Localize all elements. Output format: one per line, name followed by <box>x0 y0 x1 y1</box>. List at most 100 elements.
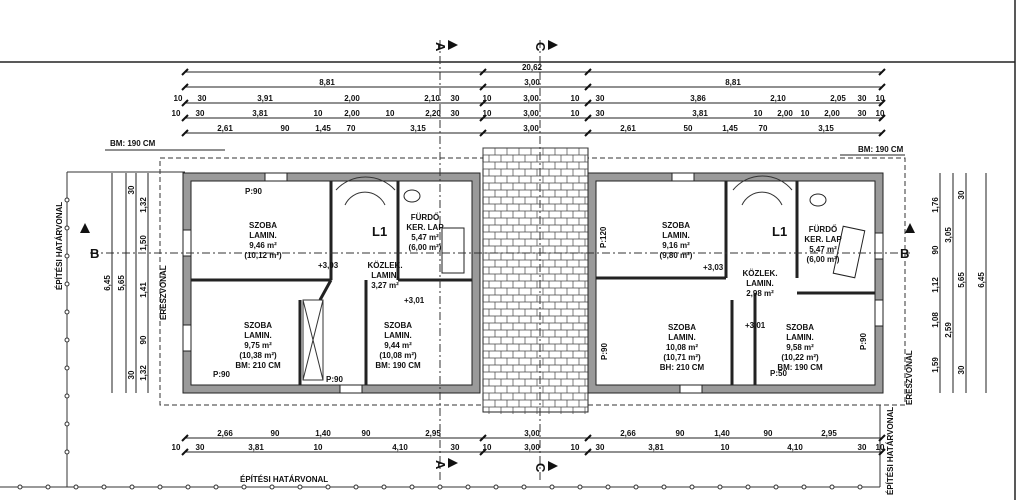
stair-label-right: L1 <box>772 224 787 239</box>
top-dimension-label: 3,00 <box>523 124 539 133</box>
room-name: SZOBA <box>662 221 690 230</box>
dimension-tick <box>181 99 189 107</box>
room-area: 10,08 m² <box>666 343 698 352</box>
top-dimension-label: 10 <box>571 94 580 103</box>
top-dimension-label: 30 <box>198 94 207 103</box>
section-arrow-c-top <box>548 40 558 50</box>
top-dimension-label: 8,81 <box>319 78 335 87</box>
room-name: SZOBA <box>786 323 814 332</box>
bottom-dimension-label: 90 <box>362 429 371 438</box>
boundary-marker <box>605 484 611 490</box>
boundary-marker <box>325 484 331 490</box>
room-name: SZOBA <box>668 323 696 332</box>
top-dimension-label: 3,91 <box>257 94 273 103</box>
bottom-dimension-label: 10 <box>314 443 323 452</box>
left-window-west-2 <box>182 324 192 352</box>
boundary-marker <box>241 484 247 490</box>
boundary-label-bottom: ÉPÍTÉSI HATÁRVONAL <box>240 475 328 484</box>
left-dimension-label: 30 <box>127 370 136 379</box>
boundary-label-left: ÉPÍTÉSI HATÁRVONAL <box>55 202 64 290</box>
room-label: KÖZLEK.LAMIN.2,98 m² <box>742 269 777 298</box>
left-bathtub <box>441 227 465 274</box>
top-dimension-label: 2,00 <box>824 109 840 118</box>
top-dimension-label: 2,20 <box>425 109 441 118</box>
sill-label: P:90 <box>213 370 230 379</box>
top-dimension-label: 10 <box>174 94 183 103</box>
sill-label: P:90 <box>245 187 262 196</box>
room-floor: LAMIN. <box>384 331 412 340</box>
top-dimension-label: 8,81 <box>725 78 741 87</box>
boundary-marker <box>64 365 70 371</box>
boundary-marker <box>64 225 70 231</box>
eaves-label-right: ERESZVONAL <box>905 350 914 405</box>
room-floor: LAMIN. <box>668 333 696 342</box>
boundary-marker <box>64 197 70 203</box>
bottom-dimension-label: 3,00 <box>524 429 540 438</box>
boundary-marker <box>64 309 70 315</box>
bm-label-top-right: BM: 190 CM <box>858 145 904 154</box>
boundary-marker <box>577 484 583 490</box>
room-name: KÖZLEK. <box>742 269 777 278</box>
room-floor: LAMIN. <box>662 231 690 240</box>
top-dimension-label: 10 <box>754 109 763 118</box>
boundary-marker <box>633 484 639 490</box>
dimension-tick <box>584 114 592 122</box>
top-dimension-label: 3,00 <box>523 109 539 118</box>
boundary-marker <box>45 484 51 490</box>
dimension-tick <box>584 83 592 91</box>
boundary-markers <box>17 197 863 490</box>
section-marker-c-bottom: C <box>533 463 548 473</box>
boundary-marker <box>73 484 79 490</box>
stair-label-left: L1 <box>372 224 387 239</box>
dimension-tick <box>584 129 592 137</box>
bottom-dimension-label: 3,00 <box>524 443 540 452</box>
boundary-marker <box>64 337 70 343</box>
left-dimension-label: 90 <box>139 335 148 344</box>
top-dimension-label: 70 <box>759 124 768 133</box>
top-dimension-label: 3,00 <box>524 78 540 87</box>
left-dimension-label: 5,65 <box>117 275 126 291</box>
left-wardrobe-cross <box>302 299 324 381</box>
top-dimension-label: 30 <box>451 94 460 103</box>
sill-label: P:120 <box>599 226 608 248</box>
room-area: 3,27 m² <box>371 281 399 290</box>
boundary-marker <box>381 484 387 490</box>
dimension-tick <box>479 434 487 442</box>
top-dimension-label: 10 <box>801 109 810 118</box>
room-gross-area: (6,00 m²) <box>807 255 840 264</box>
dimension-tick <box>878 434 886 442</box>
boundary-marker <box>465 484 471 490</box>
room-note: BM: 210 CM <box>235 361 281 370</box>
top-dimension-label: 2,61 <box>217 124 233 133</box>
top-dimension-label: 3,81 <box>252 109 268 118</box>
dimension-tick <box>878 114 886 122</box>
room-gross-area: (9,80 m²) <box>660 251 693 260</box>
left-wardrobe <box>302 299 324 381</box>
left-dimension-label: 1,32 <box>139 197 148 213</box>
bottom-dimension-label: 2,66 <box>620 429 636 438</box>
boundary-marker <box>17 484 23 490</box>
right-stair <box>732 175 793 206</box>
dimension-tick <box>878 129 886 137</box>
right-toilet-icon <box>809 193 827 207</box>
boundary-marker <box>717 484 723 490</box>
room-floor: LAMIN. <box>249 231 277 240</box>
section-arrow-c-bottom <box>548 461 558 471</box>
top-dimension-label: 30 <box>858 109 867 118</box>
top-dimension-label: 3,15 <box>410 124 426 133</box>
sill-label: P:90 <box>326 375 343 384</box>
right-window-top <box>671 172 695 182</box>
top-dimension-label: 10 <box>876 109 885 118</box>
bottom-dimension-label: 90 <box>764 429 773 438</box>
left-unit <box>182 172 481 394</box>
dimension-tick <box>878 99 886 107</box>
top-dimension-label: 10 <box>314 109 323 118</box>
room-gross-area: (10,08 m²) <box>379 351 417 360</box>
dimension-tick <box>181 68 189 76</box>
room-gross-area: (10,38 m²) <box>239 351 277 360</box>
